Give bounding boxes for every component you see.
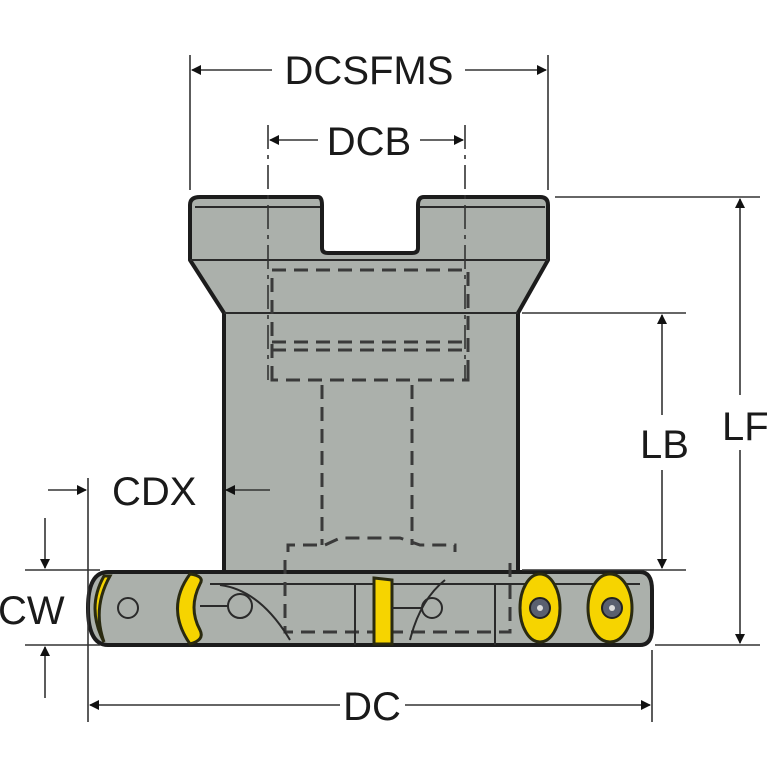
neck-and-flange — [188, 195, 550, 574]
extension-lines — [25, 55, 760, 722]
label-dcsfms: DCSFMS — [285, 49, 454, 93]
label-cdx: CDX — [112, 470, 196, 514]
label-lb: LB — [640, 423, 689, 467]
label-dcb: DCB — [327, 120, 411, 164]
dimension-lines — [40, 65, 745, 710]
label-cw: CW — [0, 589, 65, 633]
insert-left-edge — [93, 574, 113, 643]
screw-icon — [117, 597, 139, 619]
insert-tangential — [372, 576, 394, 646]
label-dc: DC — [343, 685, 401, 729]
label-lf: LF — [722, 405, 767, 449]
bottom-disc — [86, 570, 654, 647]
insert-crescent — [176, 572, 203, 646]
cutter-body — [86, 195, 654, 647]
inserts — [93, 572, 634, 646]
hidden-lines — [270, 268, 512, 634]
